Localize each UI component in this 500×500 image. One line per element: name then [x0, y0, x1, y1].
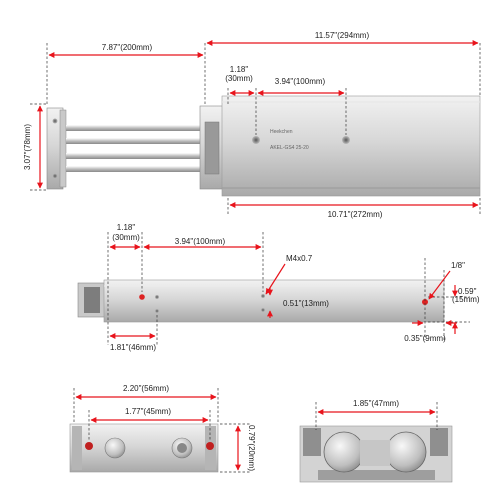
rod-disc-icon: [385, 431, 427, 473]
port-thread-label: 1/8": [451, 261, 465, 270]
m4-thread-hole-icon: [261, 308, 265, 312]
overall-length-label: 11.57"(294mm): [315, 31, 370, 40]
rod-end-plate: [46, 107, 67, 190]
port-height-label: 0.59": [458, 287, 477, 296]
end-plate-front: [69, 423, 219, 473]
cylinder-body: Heekchen AKEL-GS4 25-20: [221, 95, 481, 197]
cylinder-head: [199, 105, 225, 190]
port-icon: [422, 299, 428, 305]
end-view-rear: 1.85"(47mm): [299, 399, 453, 483]
port-height-mm-label: (15mm): [452, 295, 480, 304]
m4-thread-hole-icon: [261, 294, 265, 298]
port-thread-leader: [428, 270, 451, 300]
end-view-front: 2.20"(56mm) 1.77"(45mm) 0.79"(20mm): [69, 384, 256, 473]
end-offset-top-label: 1.18": [230, 65, 249, 74]
model-label: AKEL-GS4 25-20: [270, 145, 309, 151]
thread-spacing-label: 0.51"(13mm): [283, 299, 329, 308]
end-width-label: 2.20"(56mm): [123, 384, 169, 393]
mount-hole-icon: [342, 136, 350, 144]
rod-disc-icon: [323, 431, 365, 473]
end-hole-spacing-label: 1.77"(45mm): [125, 407, 171, 416]
port-offset-label: 0.35"(9mm): [404, 334, 446, 343]
mount-hole-icon: [252, 136, 260, 144]
end-offset-side-label: 1.18": [117, 223, 136, 232]
port-icon: [139, 294, 145, 300]
rod-length-label: 7.87"(200mm): [102, 43, 153, 52]
rod-spacing-label: 1.85"(47mm): [353, 399, 399, 408]
hole-spacing-side-label: 3.94"(100mm): [175, 237, 226, 246]
side-view: 1.18" (30mm) 3.94"(100mm) M4x0.7 0.51"(1…: [77, 223, 480, 352]
side-offset-label: 1.81"(46mm): [110, 343, 156, 352]
guide-rods: [66, 125, 216, 172]
body-length-label: 10.71"(272mm): [328, 210, 383, 219]
side-body: [103, 279, 445, 323]
top-view: Heekchen AKEL-GS4 25-20 7.87"(200mm) 11.…: [23, 31, 481, 219]
end-hole-icon: [85, 442, 93, 450]
height-label: 3.07"(78mm): [23, 124, 32, 170]
thread-leader-line: [265, 263, 286, 295]
thread-label: M4x0.7: [286, 254, 313, 263]
end-offset-side-mm-label: (30mm): [112, 233, 140, 242]
end-offset-top-mm-label: (30mm): [225, 74, 253, 83]
end-hole-icon: [206, 442, 214, 450]
end-height-label: 0.79"(20mm): [247, 425, 256, 471]
brand-label: Heekchen: [270, 129, 293, 135]
hole-spacing-top-label: 3.94"(100mm): [275, 77, 326, 86]
